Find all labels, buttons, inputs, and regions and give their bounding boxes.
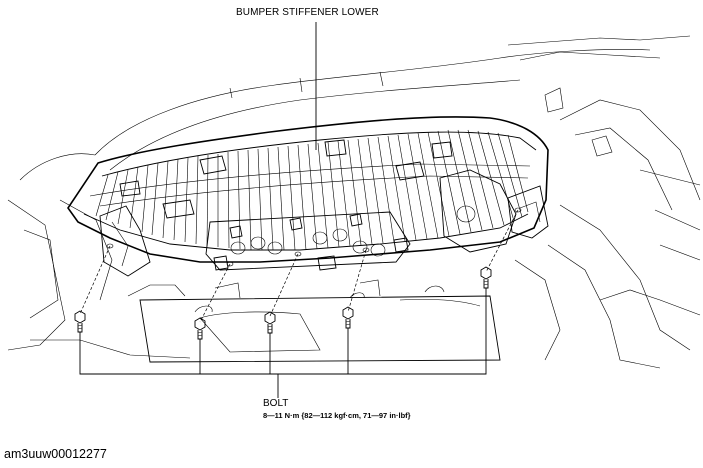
- part-callout-label: BUMPER STIFFENER LOWER: [236, 7, 379, 18]
- bolt-leader-bracket: [79, 288, 487, 398]
- bolt-torque-spec: 8—11 N·m {82—112 kgf·cm, 71—97 in·lbf}: [263, 411, 411, 420]
- bolt-callout-label: BOLT: [263, 398, 289, 409]
- bolt-2: [194, 317, 206, 340]
- figure-code: am3uuw00012277: [4, 447, 107, 461]
- bolt-4: [342, 306, 354, 329]
- bumper-stiffener-lower: [67, 116, 549, 277]
- bolt-5: [480, 266, 492, 289]
- vehicle-body-outline: [7, 35, 701, 369]
- bolt-1: [74, 310, 86, 333]
- bolt-group: [79, 207, 522, 323]
